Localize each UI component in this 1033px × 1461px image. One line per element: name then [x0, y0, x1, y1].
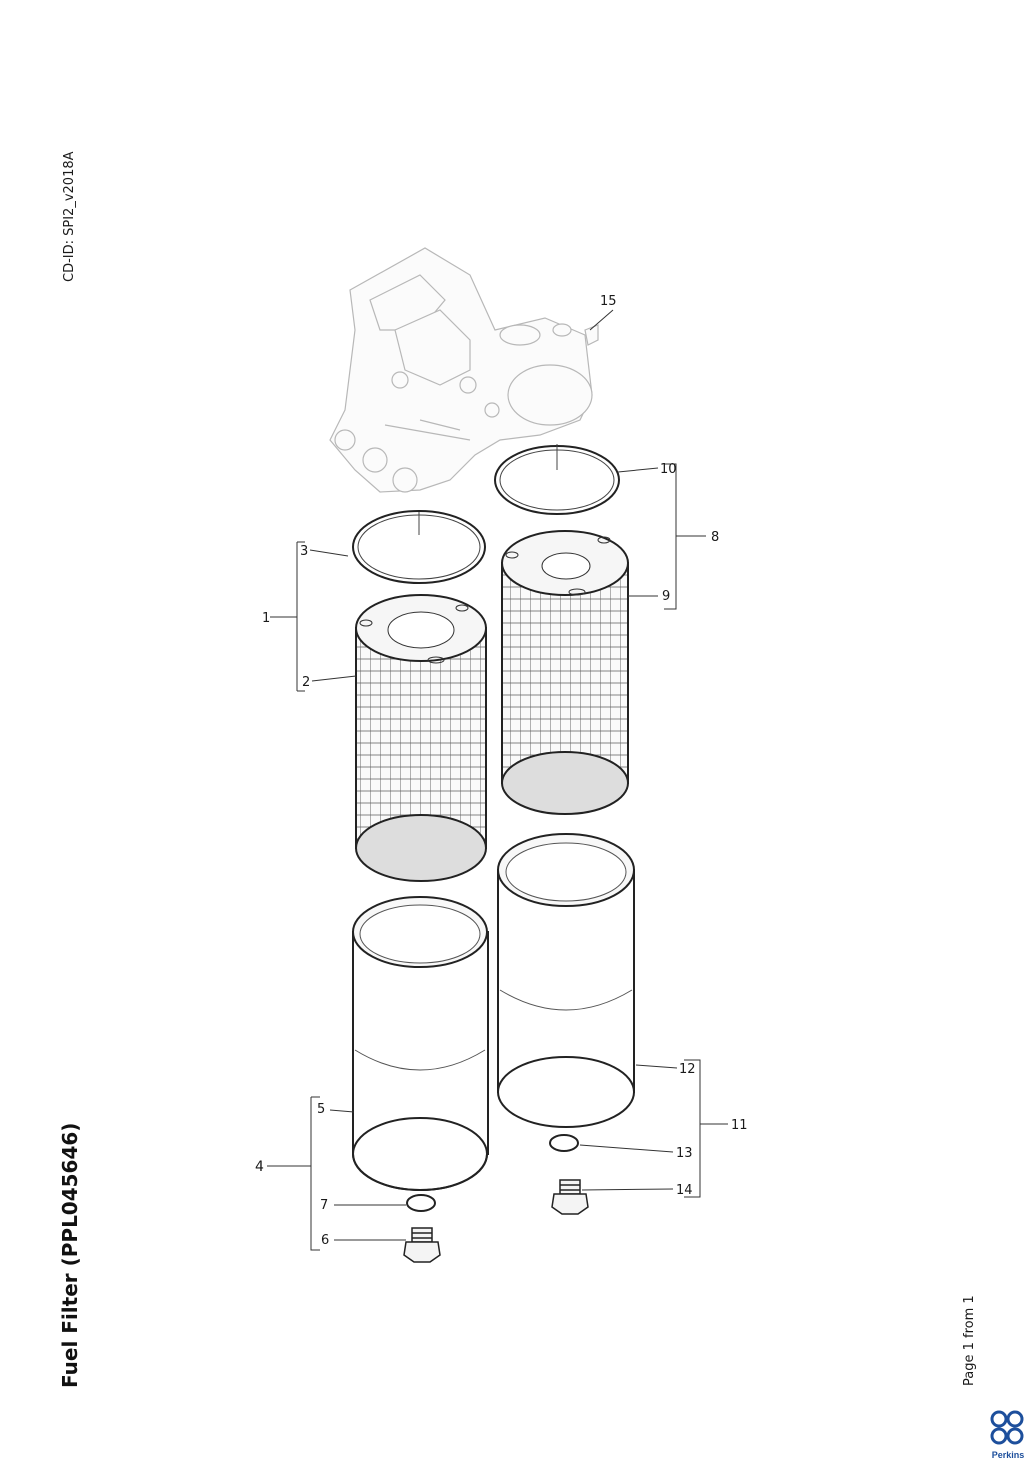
- perkins-logo-icon: [990, 1410, 1024, 1445]
- callout-10: 10: [660, 462, 677, 477]
- filter-bowl-12: [497, 833, 635, 1128]
- callout-15: 15: [600, 294, 617, 309]
- o-ring-10: [494, 444, 620, 515]
- o-ring-3: [352, 510, 486, 584]
- callout-3: 3: [300, 544, 308, 559]
- filter-bowl-5: [352, 896, 489, 1191]
- seal-7: [406, 1194, 436, 1212]
- filter-head-housing: [329, 247, 599, 493]
- callout-6: 6: [321, 1233, 329, 1248]
- drain-plug-14: [551, 1179, 589, 1215]
- brand-name: Perkins: [991, 1450, 1025, 1460]
- callout-14: 14: [676, 1183, 693, 1198]
- callout-13: 13: [676, 1146, 693, 1161]
- drain-plug-6: [403, 1227, 441, 1263]
- filter-element-2: [355, 594, 487, 882]
- callout-5: 5: [317, 1102, 325, 1117]
- seal-13: [549, 1134, 579, 1152]
- leader-lines: [267, 309, 728, 1251]
- callout-2: 2: [302, 675, 310, 690]
- callout-1: 1: [262, 611, 270, 626]
- callout-11: 11: [731, 1118, 748, 1133]
- callout-12: 12: [679, 1062, 696, 1077]
- callout-8: 8: [711, 530, 719, 545]
- callout-4: 4: [255, 1159, 264, 1175]
- callout-9: 9: [662, 589, 670, 604]
- callout-labels: 15 3 1 2 10 8 9 5 4 7 6 12 11 13 14: [255, 294, 748, 1248]
- filter-element-9: [501, 530, 629, 815]
- callout-7: 7: [320, 1198, 328, 1213]
